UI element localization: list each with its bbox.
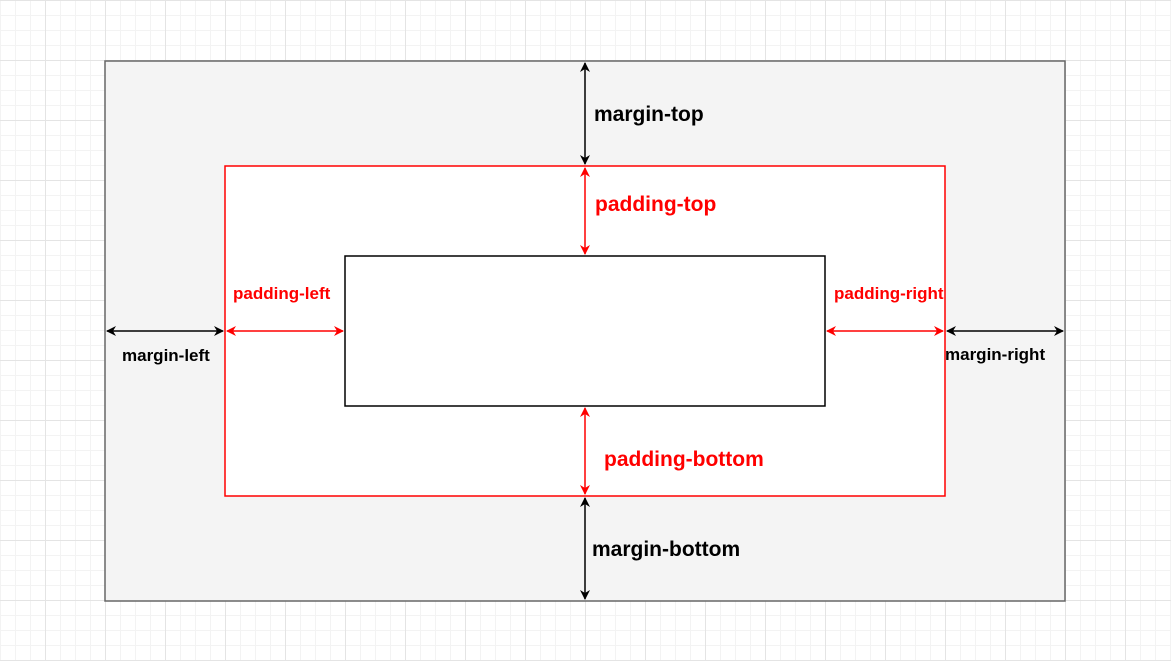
margin-top-label: margin-top	[594, 103, 704, 126]
padding-right-label: padding-right	[834, 284, 944, 303]
margin-left-label: margin-left	[122, 346, 210, 365]
padding-top-label: padding-top	[595, 193, 717, 216]
padding-bottom-label: padding-bottom	[604, 448, 764, 471]
padding-left-label: padding-left	[233, 284, 331, 303]
margin-right-label: margin-right	[945, 345, 1046, 364]
margin-bottom-label: margin-bottom	[592, 538, 741, 561]
content-box	[344, 255, 826, 407]
